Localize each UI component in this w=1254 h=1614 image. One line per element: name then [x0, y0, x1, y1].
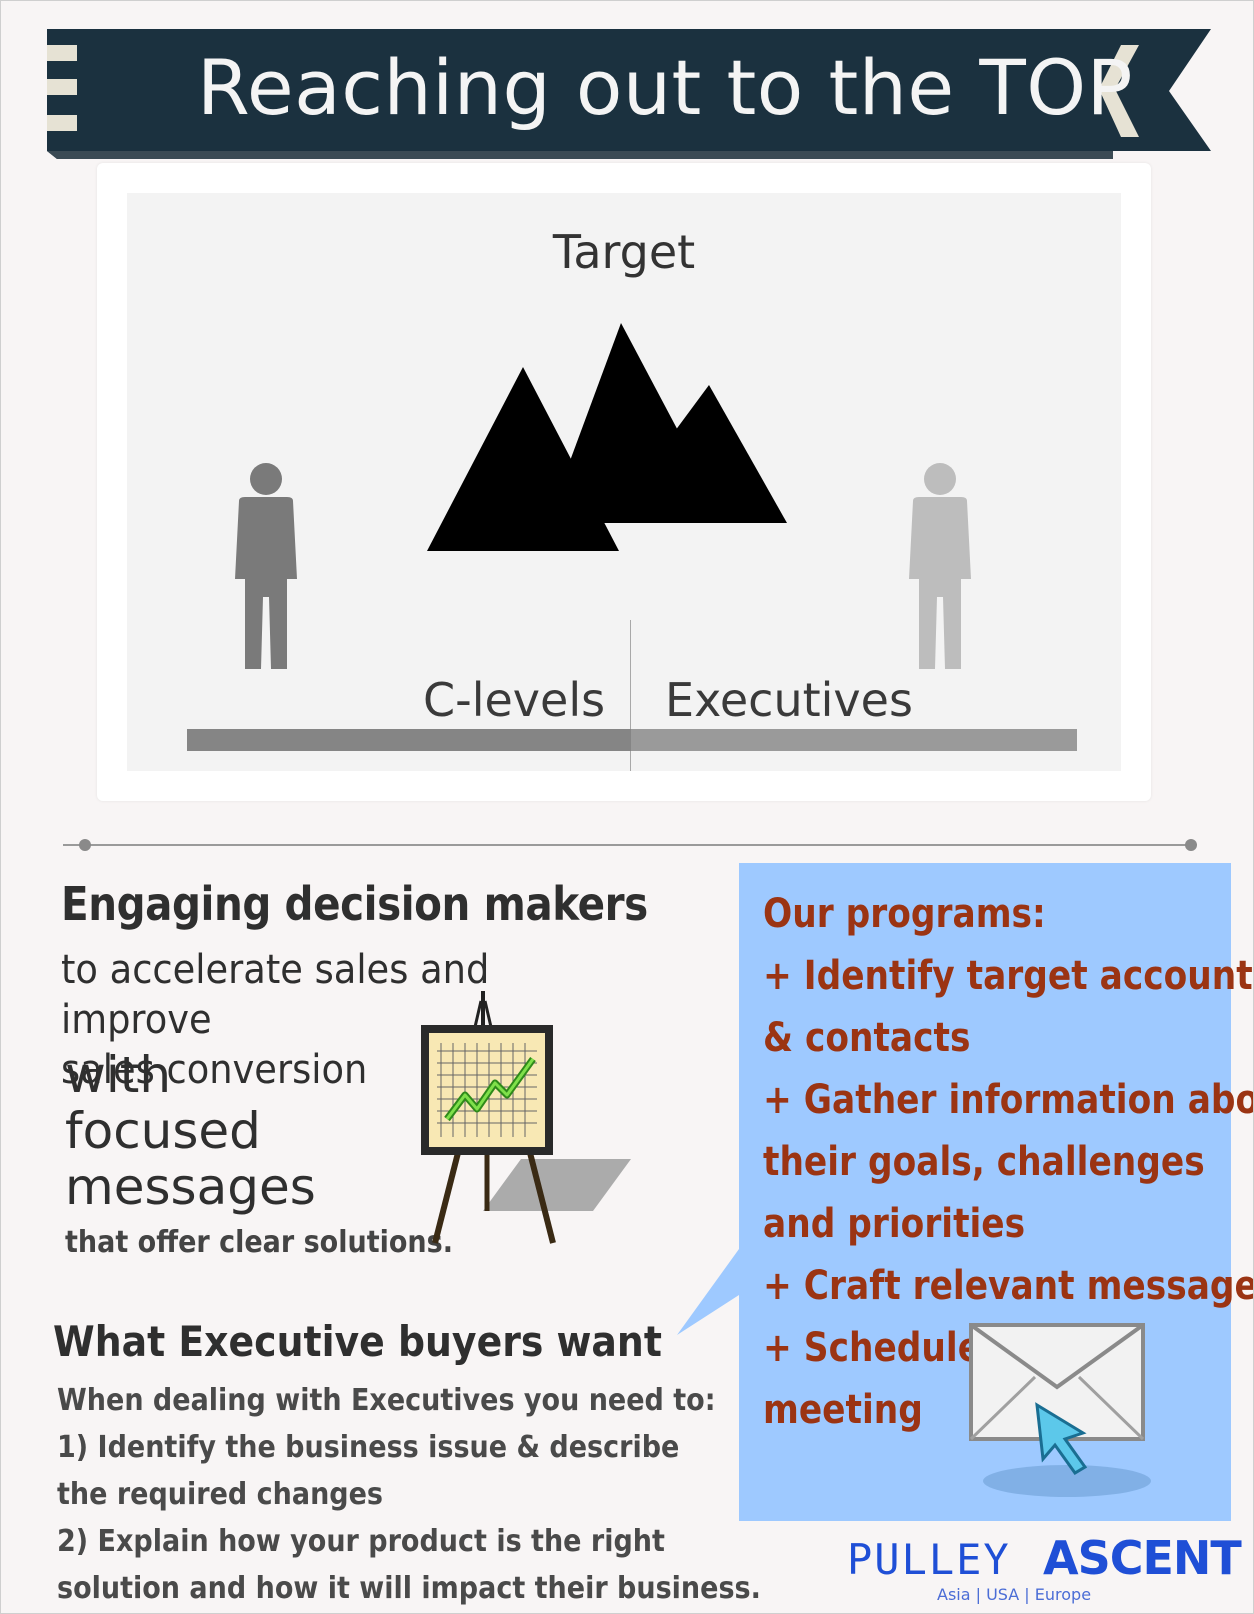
- person-icon: [909, 463, 971, 669]
- executives-label: Executives: [665, 673, 913, 727]
- title-banner: Reaching out to the TOP: [47, 29, 1213, 159]
- section-divider: [63, 844, 1193, 846]
- focused-word: focused: [65, 1102, 261, 1160]
- target-panel: Target C-levels Executives: [127, 193, 1121, 771]
- buyers-line: the required changes: [57, 1477, 384, 1512]
- buyers-line: 2) Explain how your product is the right: [57, 1524, 665, 1559]
- person-icon: [235, 463, 297, 669]
- programs-line: & contacts: [763, 1015, 971, 1061]
- company-logo: PULLEY ASCENT Asia | USA | Europe: [847, 1531, 1242, 1605]
- chart-easel-icon: [421, 991, 631, 1244]
- buyers-list: When dealing with Executives you need to…: [57, 1377, 761, 1612]
- chevron-left-icon: [1099, 45, 1139, 137]
- envelope-cursor-icon: [969, 1323, 1151, 1497]
- engage-line: to accelerate sales and improve: [61, 947, 490, 1043]
- clevels-bar: [187, 729, 631, 751]
- programs-line: Our programs:: [763, 891, 1046, 937]
- logo-pulley: PULLEY: [847, 1535, 1011, 1584]
- executives-bar: [631, 729, 1077, 751]
- clevels-label: C-levels: [423, 673, 606, 727]
- menu-stripes-icon: [47, 45, 77, 131]
- programs-line: + Identify target accounts: [763, 953, 1254, 999]
- logo-ascent: ASCENT: [1043, 1531, 1242, 1585]
- messages-word: messages: [65, 1158, 316, 1216]
- buyers-heading: What Executive buyers want: [53, 1317, 662, 1366]
- with-word: with: [65, 1046, 172, 1104]
- programs-list: Our programs: + Identify target accounts…: [763, 883, 1254, 1441]
- page-title: Reaching out to the TOP: [197, 43, 1133, 132]
- divider-dot: [1185, 839, 1197, 851]
- divider-dot: [79, 839, 91, 851]
- banner-shape: [47, 29, 1211, 159]
- buyers-line: solution and how it will impact their bu…: [57, 1571, 761, 1606]
- offer-text: that offer clear solutions.: [65, 1225, 453, 1260]
- programs-line: + Gather information about: [763, 1077, 1254, 1123]
- target-label: Target: [552, 225, 696, 279]
- logo-regions: Asia | USA | Europe: [937, 1585, 1092, 1604]
- focused-messages-text: with focused messages: [65, 1047, 316, 1215]
- level-divider: [630, 620, 631, 771]
- mountain-icon: [427, 323, 787, 551]
- programs-line: + Schedule: [763, 1325, 982, 1371]
- buyers-line: 1) Identify the business issue & describ…: [57, 1430, 680, 1465]
- target-card: Target C-levels Executives: [97, 163, 1151, 801]
- programs-line: meeting: [763, 1387, 923, 1433]
- programs-line: and priorities: [763, 1201, 1026, 1247]
- programs-line: their goals, challenges: [763, 1139, 1205, 1185]
- engage-heading: Engaging decision makers: [61, 877, 648, 931]
- engage-subtext: to accelerate sales and improve sales co…: [61, 945, 650, 1095]
- programs-line: + Craft relevant messages: [763, 1263, 1254, 1309]
- engage-line: sales conversion: [61, 1047, 368, 1093]
- buyers-line: When dealing with Executives you need to…: [57, 1383, 716, 1418]
